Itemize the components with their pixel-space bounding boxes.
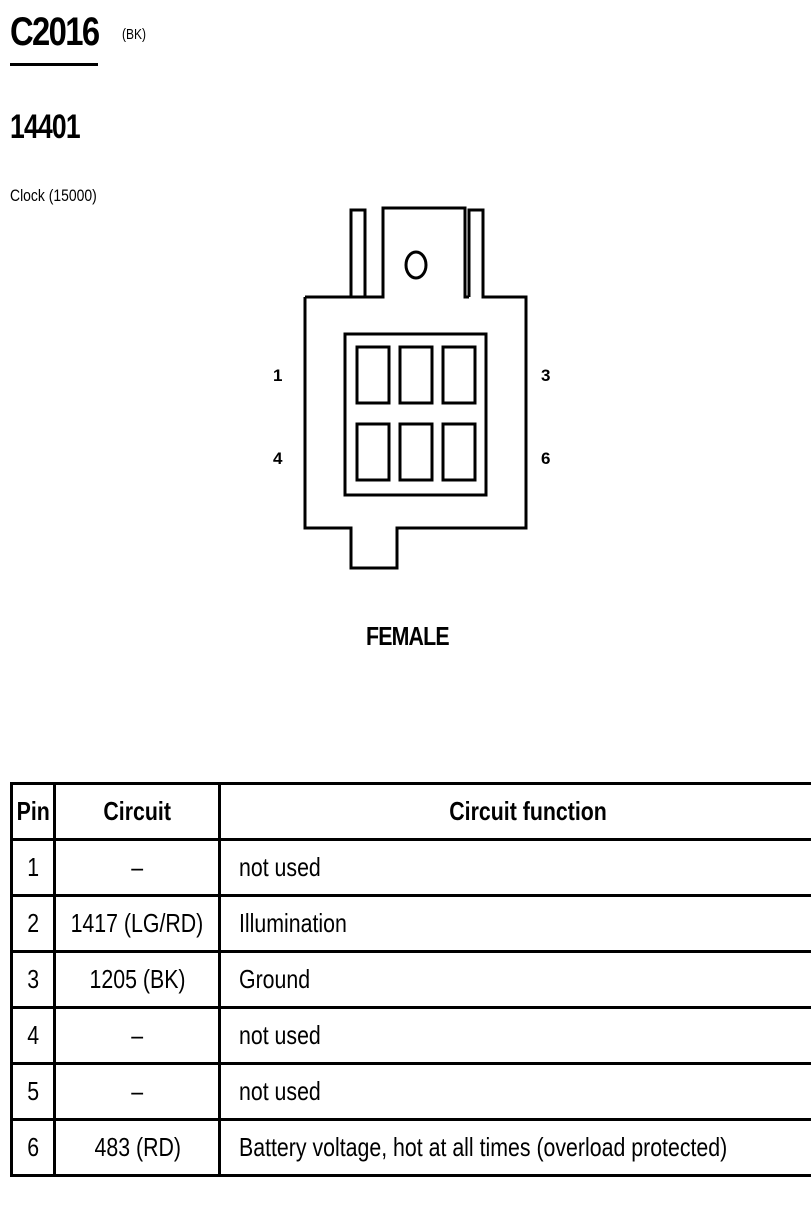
- table-row: 5 – not used: [9, 1062, 811, 1121]
- row-pin: 2: [9, 894, 57, 953]
- connector-id: C2016: [10, 10, 100, 54]
- pin-label-6: 6: [541, 449, 551, 468]
- row-pin: 5: [9, 1062, 57, 1121]
- header-pin: Pin: [9, 782, 57, 841]
- cavity-4: [355, 422, 391, 482]
- connector-face-diagram: [303, 206, 528, 570]
- row-function: not used: [218, 1062, 811, 1121]
- header-circuit: Circuit: [53, 782, 222, 841]
- row-circuit: 1417 (LG/RD): [53, 894, 222, 953]
- row-circuit: –: [53, 838, 222, 897]
- connector-description: Clock (15000): [10, 186, 97, 205]
- table-row: 2 1417 (LG/RD) Illumination: [9, 894, 811, 953]
- connector-gender: FEMALE: [366, 621, 450, 651]
- title-underline: [10, 63, 98, 66]
- connector-housing-outline: [303, 206, 528, 570]
- row-function: not used: [218, 1006, 811, 1065]
- row-circuit: –: [53, 1062, 222, 1121]
- row-pin: 4: [9, 1006, 57, 1065]
- row-function: Ground: [218, 950, 811, 1009]
- pin-table: Pin Circuit Circuit function 1 – not use…: [9, 782, 811, 1177]
- latch-left: [351, 208, 367, 297]
- row-function: Battery voltage, hot at all times (overl…: [218, 1118, 811, 1177]
- part-number: 14401: [10, 108, 81, 146]
- latch-right: [469, 208, 485, 297]
- table-row: 4 – not used: [9, 1006, 811, 1065]
- cavity-2: [398, 345, 434, 405]
- pin-label-4: 4: [273, 449, 283, 468]
- table-row: 6 483 (RD) Battery voltage, hot at all t…: [9, 1118, 811, 1177]
- cavity-5: [398, 422, 434, 482]
- cavity-1: [355, 345, 391, 405]
- row-circuit: 1205 (BK): [53, 950, 222, 1009]
- row-function: Illumination: [218, 894, 811, 953]
- cavity-3: [441, 345, 477, 405]
- cavity-6: [441, 422, 477, 482]
- mounting-hole: [404, 250, 428, 280]
- connector-color: (BK): [122, 26, 146, 43]
- row-circuit: –: [53, 1006, 222, 1065]
- header-function: Circuit function: [218, 782, 811, 841]
- row-pin: 3: [9, 950, 57, 1009]
- row-circuit: 483 (RD): [53, 1118, 222, 1177]
- row-pin: 6: [9, 1118, 57, 1177]
- pin-label-1: 1: [273, 366, 283, 385]
- row-function: not used: [218, 838, 811, 897]
- pin-label-3: 3: [541, 366, 551, 385]
- cavity-frame: [343, 332, 488, 497]
- table-header-row: Pin Circuit Circuit function: [9, 782, 811, 841]
- table-row: 1 – not used: [9, 838, 811, 897]
- table-row: 3 1205 (BK) Ground: [9, 950, 811, 1009]
- row-pin: 1: [9, 838, 57, 897]
